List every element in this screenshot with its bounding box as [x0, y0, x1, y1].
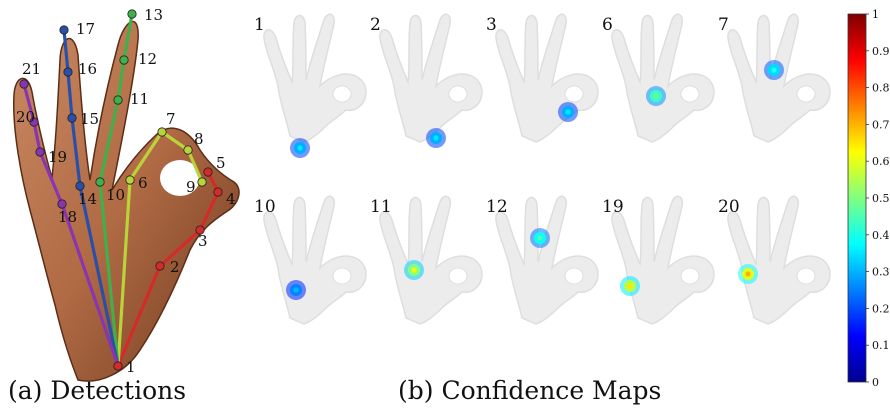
keypoint-1	[114, 362, 122, 370]
confidence-map-10: 10	[254, 196, 366, 324]
confidence-map-label-12: 12	[486, 197, 508, 217]
keypoint-7	[158, 128, 166, 136]
keypoint-6	[126, 176, 134, 184]
keypoint-label-2: 2	[170, 258, 180, 276]
colorbar-tick-label: 0.8	[872, 82, 890, 95]
keypoint-14	[76, 182, 84, 190]
confidence-map-label-2: 2	[370, 15, 381, 35]
keypoint-label-12: 12	[138, 50, 157, 68]
hand-photo	[14, 21, 239, 381]
confidence-map-1: 1	[254, 14, 366, 158]
keypoint-label-8: 8	[194, 130, 204, 148]
confidence-map-label-10: 10	[254, 197, 276, 217]
confidence-map-label-7: 7	[718, 15, 729, 35]
keypoint-label-10: 10	[106, 186, 125, 204]
colorbar-tick-label: 1	[872, 8, 879, 21]
keypoint-4	[214, 188, 222, 196]
confidence-peak-10	[293, 287, 298, 292]
colorbar-tick-label: 0	[872, 376, 879, 389]
confidence-map-label-11: 11	[370, 197, 392, 217]
keypoint-label-15: 15	[80, 110, 99, 128]
confidence-map-label-20: 20	[718, 197, 740, 217]
keypoint-label-21: 21	[22, 60, 41, 78]
confidence-peak-3	[565, 109, 570, 114]
keypoint-16	[64, 68, 72, 76]
confidence-peak-6	[653, 93, 658, 98]
confidence-map-19: 19	[602, 196, 714, 324]
keypoint-label-17: 17	[76, 20, 95, 38]
colorbar-tick-label: 0.7	[872, 118, 890, 131]
confidence-map-3: 3	[486, 14, 598, 142]
ghost-hand-silhouette	[264, 14, 366, 142]
confidence-map-6: 6	[602, 14, 714, 142]
confidence-peak-19	[627, 283, 632, 288]
colorbar-tick-label: 0.2	[872, 302, 890, 315]
keypoint-label-20: 20	[16, 108, 35, 126]
confidence-map-20: 20	[718, 196, 830, 324]
keypoint-label-16: 16	[78, 60, 97, 78]
keypoint-label-11: 11	[130, 90, 149, 108]
caption-confidence-maps: (b) Confidence Maps	[398, 376, 661, 405]
keypoint-label-14: 14	[78, 190, 97, 208]
keypoint-10	[96, 178, 104, 186]
colorbar-tick-label: 0.5	[872, 192, 890, 205]
ghost-hand-silhouette	[380, 196, 482, 324]
confidence-map-label-6: 6	[602, 15, 613, 35]
keypoint-17	[60, 26, 68, 34]
confidence-peak-2	[433, 135, 438, 140]
confidence-map-2: 2	[370, 14, 482, 148]
confidence-map-11: 11	[370, 196, 482, 324]
keypoint-label-18: 18	[58, 208, 77, 226]
caption-detections: (a) Detections	[8, 376, 186, 405]
confidence-peak-20	[745, 271, 750, 276]
confidence-peak-11	[411, 267, 416, 272]
keypoint-label-3: 3	[198, 232, 208, 250]
keypoint-label-5: 5	[216, 154, 226, 172]
ghost-hand-silhouette	[496, 14, 598, 142]
colorbar: 1 0.9 0.8 0.7 0.6 0.5 0.4 0.3 0.2 0.1 0	[848, 8, 890, 389]
keypoint-label-13: 13	[144, 6, 163, 24]
ghost-hand-silhouette	[612, 196, 714, 324]
keypoint-label-9: 9	[186, 178, 196, 196]
keypoint-9	[198, 178, 206, 186]
keypoint-label-1: 1	[126, 358, 136, 376]
colorbar-tick-label: 0.3	[872, 266, 890, 279]
confidence-map-label-19: 19	[602, 197, 624, 217]
keypoint-13	[128, 10, 136, 18]
keypoint-18	[58, 200, 66, 208]
ghost-hand-silhouette	[496, 196, 598, 324]
keypoint-label-4: 4	[226, 190, 236, 208]
ghost-hand-silhouette	[380, 14, 482, 142]
colorbar-tick-label: 0.4	[872, 229, 890, 242]
keypoint-11	[114, 96, 122, 104]
ghost-hand-silhouette	[264, 196, 366, 324]
confidence-map-12: 12	[486, 196, 598, 324]
keypoint-21	[20, 80, 28, 88]
keypoint-label-6: 6	[138, 174, 148, 192]
keypoint-12	[120, 56, 128, 64]
colorbar-tick-label: 0.9	[872, 45, 890, 58]
keypoint-8	[184, 146, 192, 154]
confidence-peak-7	[771, 67, 776, 72]
colorbar-tick-label: 0.6	[872, 155, 890, 168]
confidence-peak-12	[537, 235, 542, 240]
keypoint-5	[204, 168, 212, 176]
colorbar-bar	[848, 14, 866, 382]
keypoint-label-19: 19	[48, 148, 67, 166]
confidence-map-7: 7	[718, 14, 830, 142]
confidence-map-label-3: 3	[486, 15, 497, 35]
keypoint-15	[68, 114, 76, 122]
confidence-peak-1	[297, 145, 302, 150]
keypoint-label-7: 7	[166, 110, 176, 128]
ghost-hand-silhouette	[728, 196, 830, 324]
colorbar-tick-label: 0.1	[872, 339, 890, 352]
hand-silhouette	[14, 21, 239, 381]
confidence-map-label-1: 1	[254, 15, 265, 35]
keypoint-2	[156, 262, 164, 270]
ghost-hand-silhouette	[612, 14, 714, 142]
confidence-maps-grid: 123671011121920	[254, 14, 830, 324]
keypoint-19	[36, 148, 44, 156]
